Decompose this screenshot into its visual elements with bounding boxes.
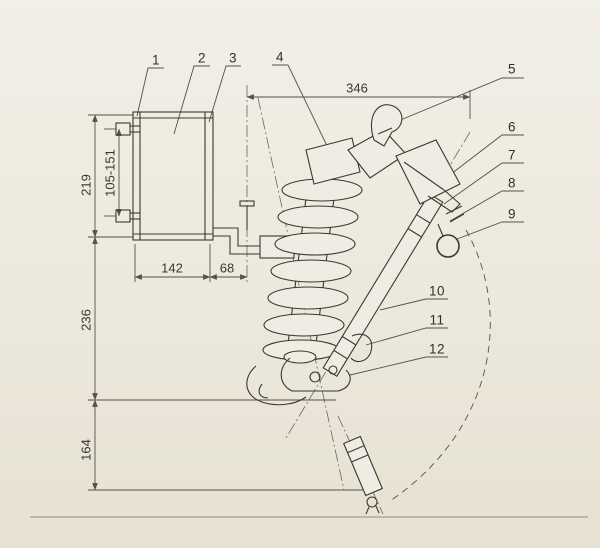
callout-3: 3 [228,50,238,66]
callout-12: 12 [428,341,446,357]
callout-9: 9 [507,206,517,222]
fuse-tube [322,193,444,377]
callout-4: 4 [275,49,285,65]
dim-lower-height: 164 [78,439,94,461]
swing-arc [389,229,491,502]
dim-mid-height: 236 [78,309,94,331]
dropped-fuse-tube [342,435,384,515]
callout-8: 8 [507,175,517,191]
callout-10: 10 [428,283,446,299]
upper-contact-assembly [347,104,465,258]
mounting-bracket [115,111,264,255]
callout-1: 1 [151,52,161,68]
dim-bracket-width: 142 [161,260,183,276]
hinge-assembly [246,333,373,406]
insulator [259,137,363,364]
callout-11: 11 [429,312,445,328]
callout-6: 6 [507,119,517,135]
dim-bracket-height: 219 [78,174,94,196]
callout-7: 7 [507,147,517,163]
dim-bolt-slot-range: 105-151 [102,149,118,197]
dimension-lines [88,90,471,491]
dim-axis-offset: 68 [219,260,235,276]
callout-5: 5 [507,61,517,77]
callout-2: 2 [197,50,207,66]
dim-overall-width: 346 [346,80,368,96]
callout-leaders [136,64,524,376]
